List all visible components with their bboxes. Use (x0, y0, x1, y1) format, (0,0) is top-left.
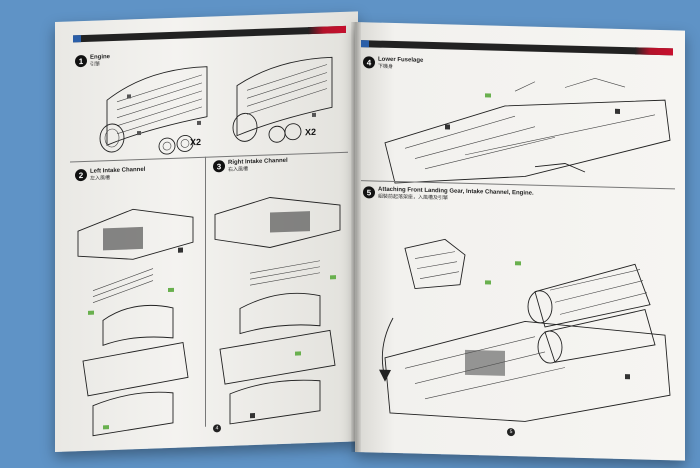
right-page: 4 Lower Fuselage 下機身 5 Attaching F (355, 22, 685, 461)
multiplier-label: X2 (190, 136, 202, 148)
step-number: 3 (213, 160, 225, 173)
step-number: 5 (363, 186, 375, 199)
step-2-left-intake: 2 Left Intake Channel 左入風槽 (75, 167, 145, 182)
step-number: 2 (75, 168, 87, 182)
right-brand-tag (361, 40, 369, 48)
final-assembly-diagram (379, 238, 671, 422)
left-header-bar (73, 25, 346, 43)
step-subtitle: 右入風槽 (228, 166, 249, 173)
multiplier-label: X2 (305, 126, 317, 138)
step-3-right-intake: 3 Right Intake Channel 右入風槽 (213, 158, 288, 174)
lower-fuselage-diagram (384, 77, 671, 184)
booklet-spine (351, 22, 361, 452)
left-brand-tag (73, 35, 81, 43)
engine-diagram (99, 56, 333, 155)
left-intake-diagram (77, 208, 194, 437)
page-number: 5 (507, 427, 515, 437)
right-intake-diagram (214, 197, 341, 425)
right-header-bar (361, 40, 673, 56)
step-subtitle: 左入風槽 (90, 175, 111, 182)
instruction-booklet: 1 Engine 引擎 (55, 11, 685, 461)
column-divider (205, 156, 206, 427)
left-page: 1 Engine 引擎 (55, 11, 358, 453)
